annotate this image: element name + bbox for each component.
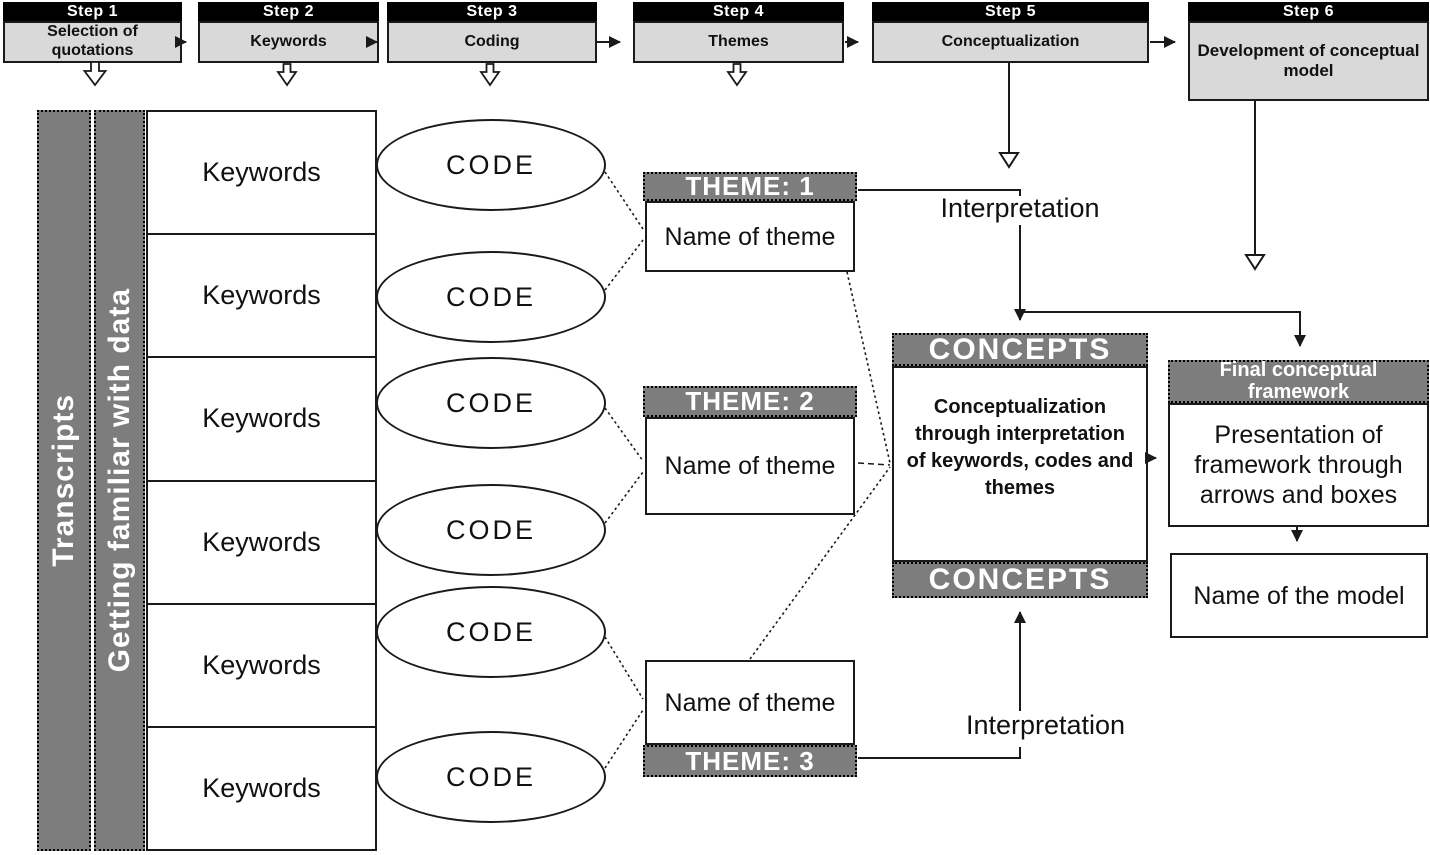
keywords-cell: Keywords [148, 235, 375, 359]
theme1-body: Name of theme [645, 201, 855, 272]
theme2-concepts-dashed [857, 462, 891, 466]
final-framework-body: Presentation of framework through arrows… [1168, 403, 1429, 527]
step2-desc: Keywords [198, 21, 379, 63]
model-name-box: Name of the model [1170, 553, 1428, 638]
keywords-column: Keywords Keywords Keywords Keywords Keyw… [146, 110, 377, 851]
code-ellipse-6: CODE [376, 731, 606, 823]
step4-header: Step 4 [633, 2, 844, 21]
keywords-cell: Keywords [148, 112, 375, 236]
code-ellipse-2: CODE [376, 251, 606, 343]
step5-hollow-arrow-icon [998, 152, 1020, 169]
code-ellipse-3: CODE [376, 357, 606, 449]
keywords-cell: Keywords [148, 604, 375, 728]
code6-theme3-dotted [604, 709, 644, 769]
concepts-footer: CONCEPTS [892, 562, 1148, 598]
code3-theme2-dotted [604, 407, 644, 462]
code4-theme2-dotted [604, 471, 644, 524]
transcripts-bar: Transcripts [37, 110, 91, 851]
getting-familiar-label: Getting familiar with data [102, 288, 136, 673]
code-ellipse-4: CODE [376, 484, 606, 576]
keywords-cell: Keywords [148, 358, 375, 482]
step3-desc: Coding [387, 21, 597, 63]
theme3-body: Name of theme [645, 660, 855, 745]
code-ellipse-1: CODE [376, 119, 606, 211]
theme3-header: THEME: 3 [643, 745, 857, 777]
step1-header: Step 1 [3, 2, 182, 21]
code-ellipse-5: CODE [376, 586, 606, 678]
interpretation-label-bottom: Interpretation [965, 710, 1126, 740]
final-framework-header: Final conceptual framework [1168, 360, 1429, 403]
theme1-header: THEME: 1 [643, 171, 857, 201]
step2-down-arrow-icon [276, 63, 298, 87]
code2-theme1-dotted [604, 239, 644, 291]
concepts-header: CONCEPTS [892, 333, 1148, 366]
step4-down-arrow-icon [726, 63, 748, 87]
getting-familiar-bar: Getting familiar with data [94, 110, 145, 851]
code5-theme3-dotted [604, 636, 644, 700]
concepts-body: Conceptualization through interpretation… [892, 366, 1148, 562]
step6-desc: Development of conceptual model [1188, 21, 1429, 101]
step6-hollow-arrow-icon [1244, 254, 1266, 271]
step4-desc: Themes [633, 21, 844, 63]
step6-header: Step 6 [1188, 2, 1429, 21]
interpretation-label-top: Interpretation [940, 193, 1100, 223]
theme2-body: Name of theme [645, 417, 855, 515]
keywords-cell: Keywords [148, 481, 375, 605]
transcripts-label: Transcripts [47, 394, 80, 567]
step1-desc: Selection of quotations [3, 21, 182, 63]
code1-theme1-dotted [604, 171, 644, 230]
keywords-cell: Keywords [148, 727, 375, 850]
step3-header: Step 3 [387, 2, 597, 21]
step5-desc: Conceptualization [872, 21, 1149, 63]
step3-down-arrow-icon [479, 63, 501, 87]
step5-header: Step 5 [872, 2, 1149, 21]
theme2-header: THEME: 2 [643, 386, 857, 417]
step2-header: Step 2 [198, 2, 379, 21]
step1-down-arrow-icon [82, 61, 108, 87]
theme3-to-interpretation-line [858, 747, 1021, 759]
